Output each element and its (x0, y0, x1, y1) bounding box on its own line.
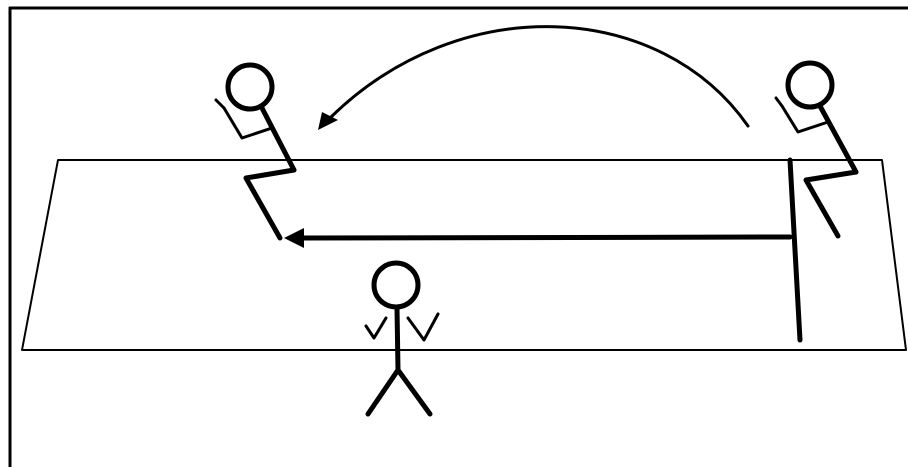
figure-left-head (225, 62, 275, 112)
figure-left-leg (243, 167, 297, 241)
stick-figure-right (774, 60, 859, 239)
figure-right-leg (803, 169, 859, 239)
curved-arrow (318, 25, 750, 130)
court (21, 159, 907, 351)
straight-arrow-path (299, 234, 793, 241)
figure-left-hand (214, 98, 226, 110)
figure-center-arm-left (364, 316, 388, 340)
curved-arrow-path (328, 25, 750, 128)
figure-left-arm (222, 106, 274, 140)
figure-center-leg-left (365, 367, 401, 417)
figure-center-head (371, 260, 421, 310)
figure-left-torso (259, 105, 297, 173)
figure-center-leg-right (395, 367, 433, 417)
figure-right-arm (780, 104, 830, 134)
figure-right-hand (774, 96, 784, 108)
figure-right-torso (817, 103, 859, 175)
pole (787, 157, 803, 343)
curved-arrow-head (318, 112, 338, 130)
straight-arrow (284, 228, 793, 248)
stick-figure-center (364, 260, 440, 417)
straight-arrow-head (284, 228, 304, 248)
stick-figure-left (214, 62, 297, 241)
figure-right-head (785, 60, 835, 110)
figure-center-arm-right (406, 312, 440, 342)
figure-center-torso (394, 305, 401, 373)
